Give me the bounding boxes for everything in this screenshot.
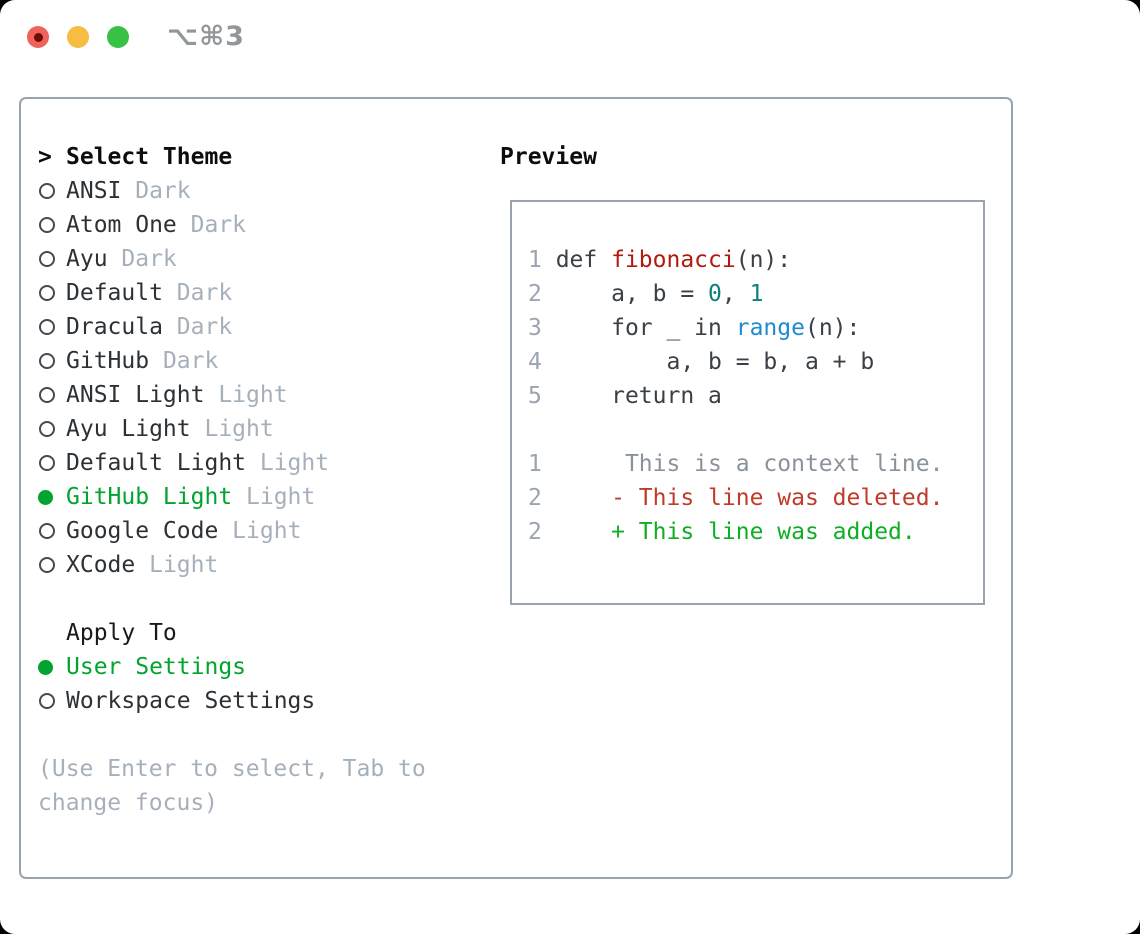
theme-option[interactable]: Default Light Light [38, 446, 329, 480]
minimize-button[interactable] [67, 26, 89, 48]
theme-option[interactable]: GitHub Light Light [38, 480, 329, 514]
radio-selected-icon [38, 489, 53, 505]
radio-icon [39, 421, 55, 437]
line-number: 1 [528, 451, 556, 477]
radio-icon [39, 455, 55, 471]
line-number: 1 [528, 247, 556, 273]
code-line: 4 a, b = b, a + b [528, 349, 875, 375]
spacer-row [38, 582, 329, 616]
option-label: Dracula [66, 314, 163, 340]
theme-option[interactable]: Default Dark [38, 276, 329, 310]
radio-icon [39, 353, 55, 369]
option-variant: Light [204, 382, 288, 408]
option-label: User Settings [66, 654, 247, 680]
theme-option[interactable]: GitHub Dark [38, 344, 329, 378]
code-line [528, 413, 983, 447]
option-variant: Dark [176, 212, 247, 238]
line-number: 4 [528, 349, 556, 375]
option-label: Ayu Light [66, 416, 191, 442]
radio-icon [39, 693, 55, 709]
record-dot-icon [33, 32, 43, 42]
select-theme-header: > Select Theme [38, 144, 233, 170]
theme-option[interactable]: Dracula Dark [38, 310, 329, 344]
option-label: GitHub Light [66, 484, 233, 510]
code-line: 5 return a [528, 383, 722, 409]
option-variant: Light [135, 552, 219, 578]
apply-to-header: Apply To [66, 620, 177, 646]
option-label: Atom One [66, 212, 177, 238]
option-variant: Light [190, 416, 274, 442]
code-preview: 1 def fibonacci(n): 2 a, b = 0, 1 3 for _ … [512, 202, 983, 549]
code-line: 2 - This line was deleted. [528, 485, 944, 511]
line-number: 2 [528, 281, 556, 307]
option-variant: Dark [121, 178, 191, 204]
close-button[interactable] [27, 26, 49, 48]
preview-box: 1 def fibonacci(n): 2 a, b = 0, 1 3 for _ … [510, 200, 985, 605]
apply-option[interactable]: Workspace Settings [38, 684, 329, 718]
code-line: 2 + This line was added. [528, 519, 916, 545]
radio-icon [39, 557, 55, 573]
option-label: ANSI [66, 178, 122, 204]
radio-icon [39, 319, 55, 335]
line-number: 5 [528, 383, 556, 409]
preview-header: Preview [500, 144, 597, 170]
option-label: Workspace Settings [66, 688, 316, 714]
focus-marker-icon: > [38, 144, 52, 170]
radio-icon [39, 183, 55, 199]
theme-option[interactable]: Ayu Light Light [38, 412, 329, 446]
radio-icon [39, 251, 55, 267]
help-text: (Use Enter to select, Tab to change focu… [38, 756, 440, 816]
option-variant: Dark [162, 314, 233, 340]
theme-option[interactable]: ANSI Dark [38, 174, 329, 208]
option-variant: Light [246, 450, 330, 476]
option-label: XCode [66, 552, 136, 578]
theme-selector-panel [19, 97, 1013, 879]
option-variant: Light [218, 518, 302, 544]
theme-option[interactable]: Ayu Dark [38, 242, 329, 276]
line-number: 2 [528, 485, 556, 511]
option-variant: Dark [162, 280, 233, 306]
theme-option[interactable]: Atom One Dark [38, 208, 329, 242]
radio-icon [39, 523, 55, 539]
option-variant: Light [232, 484, 316, 510]
option-label: Default Light [66, 450, 247, 476]
option-variant: Dark [149, 348, 219, 374]
line-number: 2 [528, 519, 556, 545]
window-title: ⌥⌘3 [167, 21, 245, 52]
theme-option[interactable]: XCode Light [38, 548, 329, 582]
window-titlebar: ⌥⌘3 [0, 0, 1140, 74]
apply-option[interactable]: User Settings [38, 650, 329, 684]
code-line: 3 for _ in range(n): [528, 315, 861, 341]
option-label: Google Code [66, 518, 219, 544]
option-label: Ayu [66, 246, 108, 272]
code-line: 1 def fibonacci(n): [528, 247, 792, 273]
theme-option[interactable]: ANSI Light Light [38, 378, 329, 412]
theme-option[interactable]: Google Code Light [38, 514, 329, 548]
option-variant: Dark [107, 246, 177, 272]
code-line: 1 This is a context line. [528, 451, 944, 477]
option-label: GitHub [66, 348, 150, 374]
radio-icon [39, 217, 55, 233]
zoom-button[interactable] [107, 26, 129, 48]
code-line: 2 a, b = 0, 1 [528, 281, 764, 307]
radio-icon [39, 387, 55, 403]
option-label: Default [66, 280, 163, 306]
line-number: 3 [528, 315, 556, 341]
option-label: ANSI Light [66, 382, 205, 408]
radio-selected-icon [38, 659, 53, 675]
radio-icon [39, 285, 55, 301]
